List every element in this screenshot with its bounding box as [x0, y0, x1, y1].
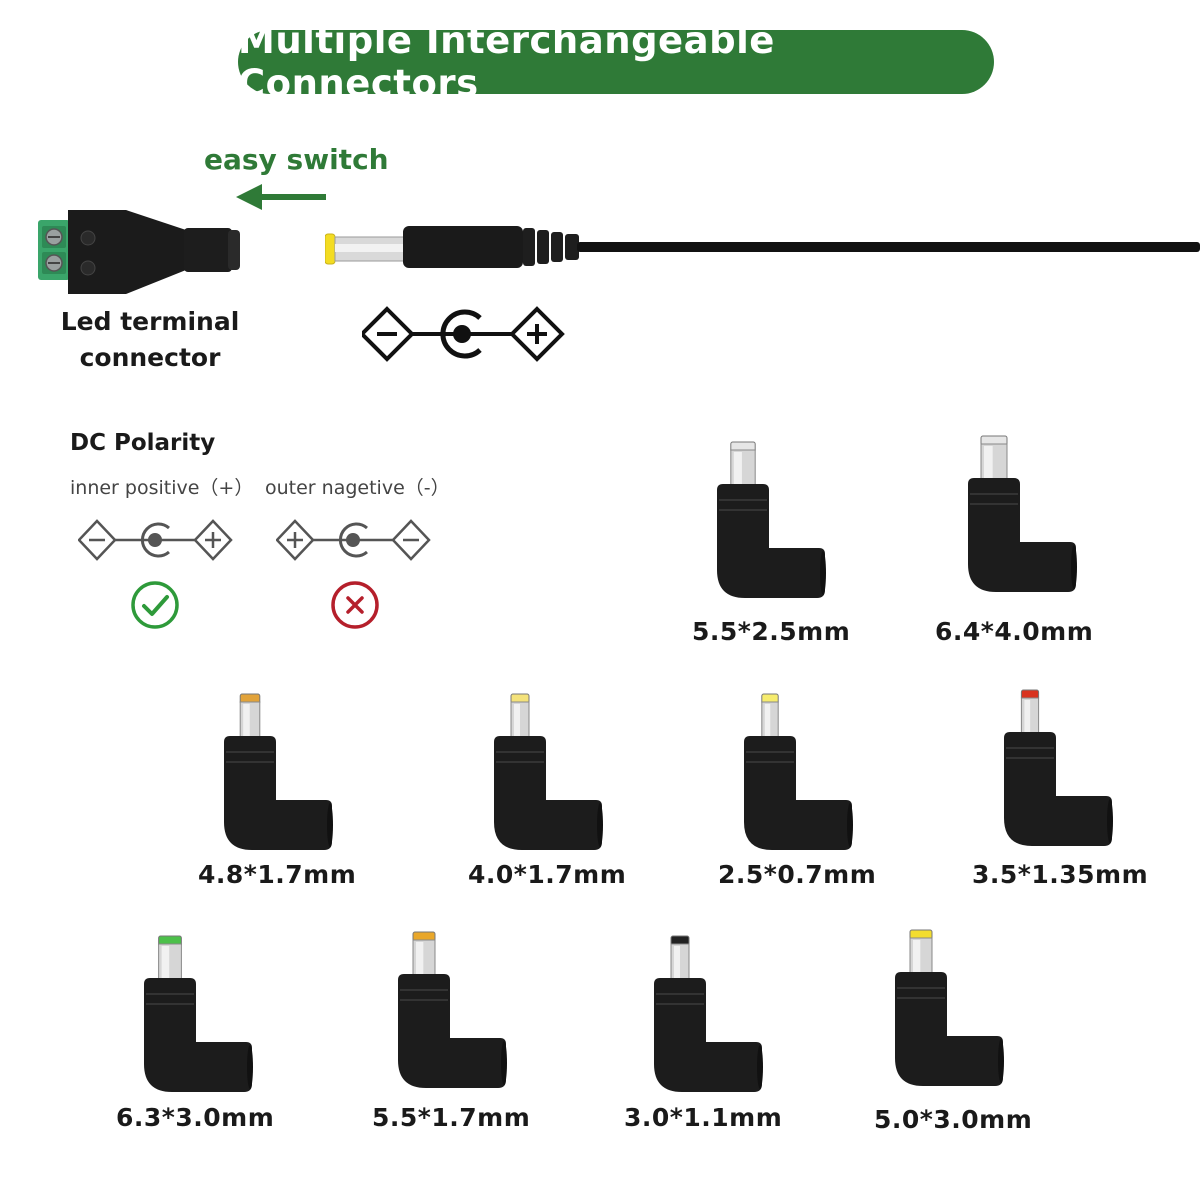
inner-positive-label: inner positive（+） [70, 477, 254, 499]
connector-tip-image [744, 693, 853, 850]
terminal-label-line2: connector [79, 343, 221, 372]
easy-switch-label: easy switch [204, 143, 389, 176]
connector-size-label: 6.4*4.0mm [935, 617, 1094, 646]
connector-tip-image [494, 693, 603, 850]
connector-size-label: 4.8*1.7mm [198, 860, 357, 889]
connector-tip-image [224, 693, 333, 850]
led-terminal-connector-image [38, 210, 240, 294]
polarity-symbol-large [362, 306, 565, 362]
dc-polarity-title: DC Polarity [70, 430, 216, 456]
terminal-label-line1: Led terminal [60, 307, 240, 336]
polarity-symbol-outer-negative [276, 519, 431, 561]
connector-size-label: 3.5*1.35mm [972, 860, 1149, 889]
connector-tip-image [717, 441, 826, 598]
outer-negative-label: outer nagetive（-） [265, 477, 450, 499]
connector-size-label: 5.5*2.5mm [692, 617, 851, 646]
connector-tip-image [1004, 689, 1113, 846]
connector-tip-image [968, 435, 1077, 592]
connector-tip-image [398, 931, 507, 1088]
cross-circle-icon [331, 581, 379, 629]
page-title: Multiple Interchangeable Connectors [238, 19, 775, 105]
connector-size-label: 5.0*3.0mm [874, 1105, 1033, 1134]
connector-size-label: 5.5*1.7mm [372, 1103, 531, 1132]
title-banner: Multiple Interchangeable Connectors [238, 19, 994, 105]
connector-size-label: 4.0*1.7mm [468, 860, 627, 889]
check-circle-icon [131, 581, 179, 629]
connector-tip-image [654, 935, 763, 1092]
connector-tip-image [895, 929, 1004, 1086]
connector-tip-image [144, 935, 253, 1092]
polarity-symbol-inner-positive [78, 519, 233, 561]
dc-cable-plug-image [325, 226, 1200, 268]
terminal-label: Led terminal connector [40, 304, 260, 376]
connector-size-label: 2.5*0.7mm [718, 860, 877, 889]
connector-size-label: 3.0*1.1mm [624, 1103, 783, 1132]
connector-size-label: 6.3*3.0mm [116, 1103, 275, 1132]
left-arrow-icon [236, 184, 326, 210]
